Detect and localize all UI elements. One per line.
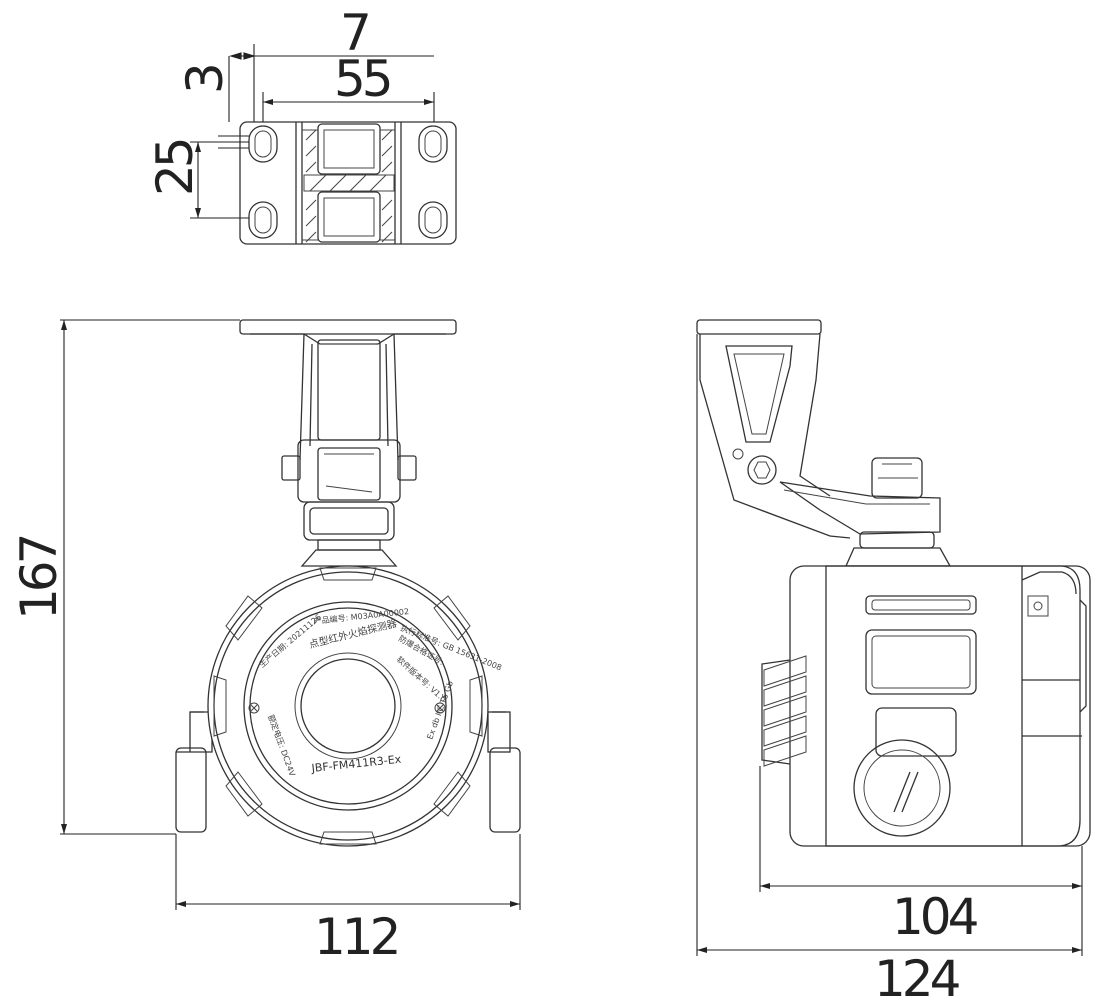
dim-label-104: 104 — [892, 888, 977, 946]
slot-hole — [248, 125, 278, 163]
slot-hole — [418, 201, 448, 239]
side-view-detector — [696, 319, 1091, 847]
top-view-bracket — [239, 121, 457, 245]
dimension-124: 124 — [696, 334, 1083, 999]
dimension-3: 3 — [176, 56, 249, 149]
dimension-55: 55 — [262, 50, 435, 122]
dim-label-3: 3 — [176, 66, 234, 94]
dim-label-25: 25 — [146, 140, 204, 196]
front-view-detector: 产品编号: M03A0A00002 执行标准号: GB 15631-2008 生… — [175, 319, 521, 847]
dim-label-112: 112 — [314, 908, 397, 966]
dimension-104: 104 — [759, 766, 1083, 946]
dimension-7: 7 — [229, 4, 434, 122]
dim-label-55: 55 — [334, 50, 390, 108]
dim-label-167: 167 — [10, 536, 68, 620]
dim-label-7: 7 — [340, 4, 368, 62]
dimension-25: 25 — [146, 140, 249, 219]
slot-hole — [248, 201, 278, 239]
slot-hole — [418, 125, 448, 163]
dimension-112: 112 — [175, 834, 521, 966]
dimension-167: 167 — [10, 319, 240, 835]
dim-label-124: 124 — [874, 950, 959, 999]
